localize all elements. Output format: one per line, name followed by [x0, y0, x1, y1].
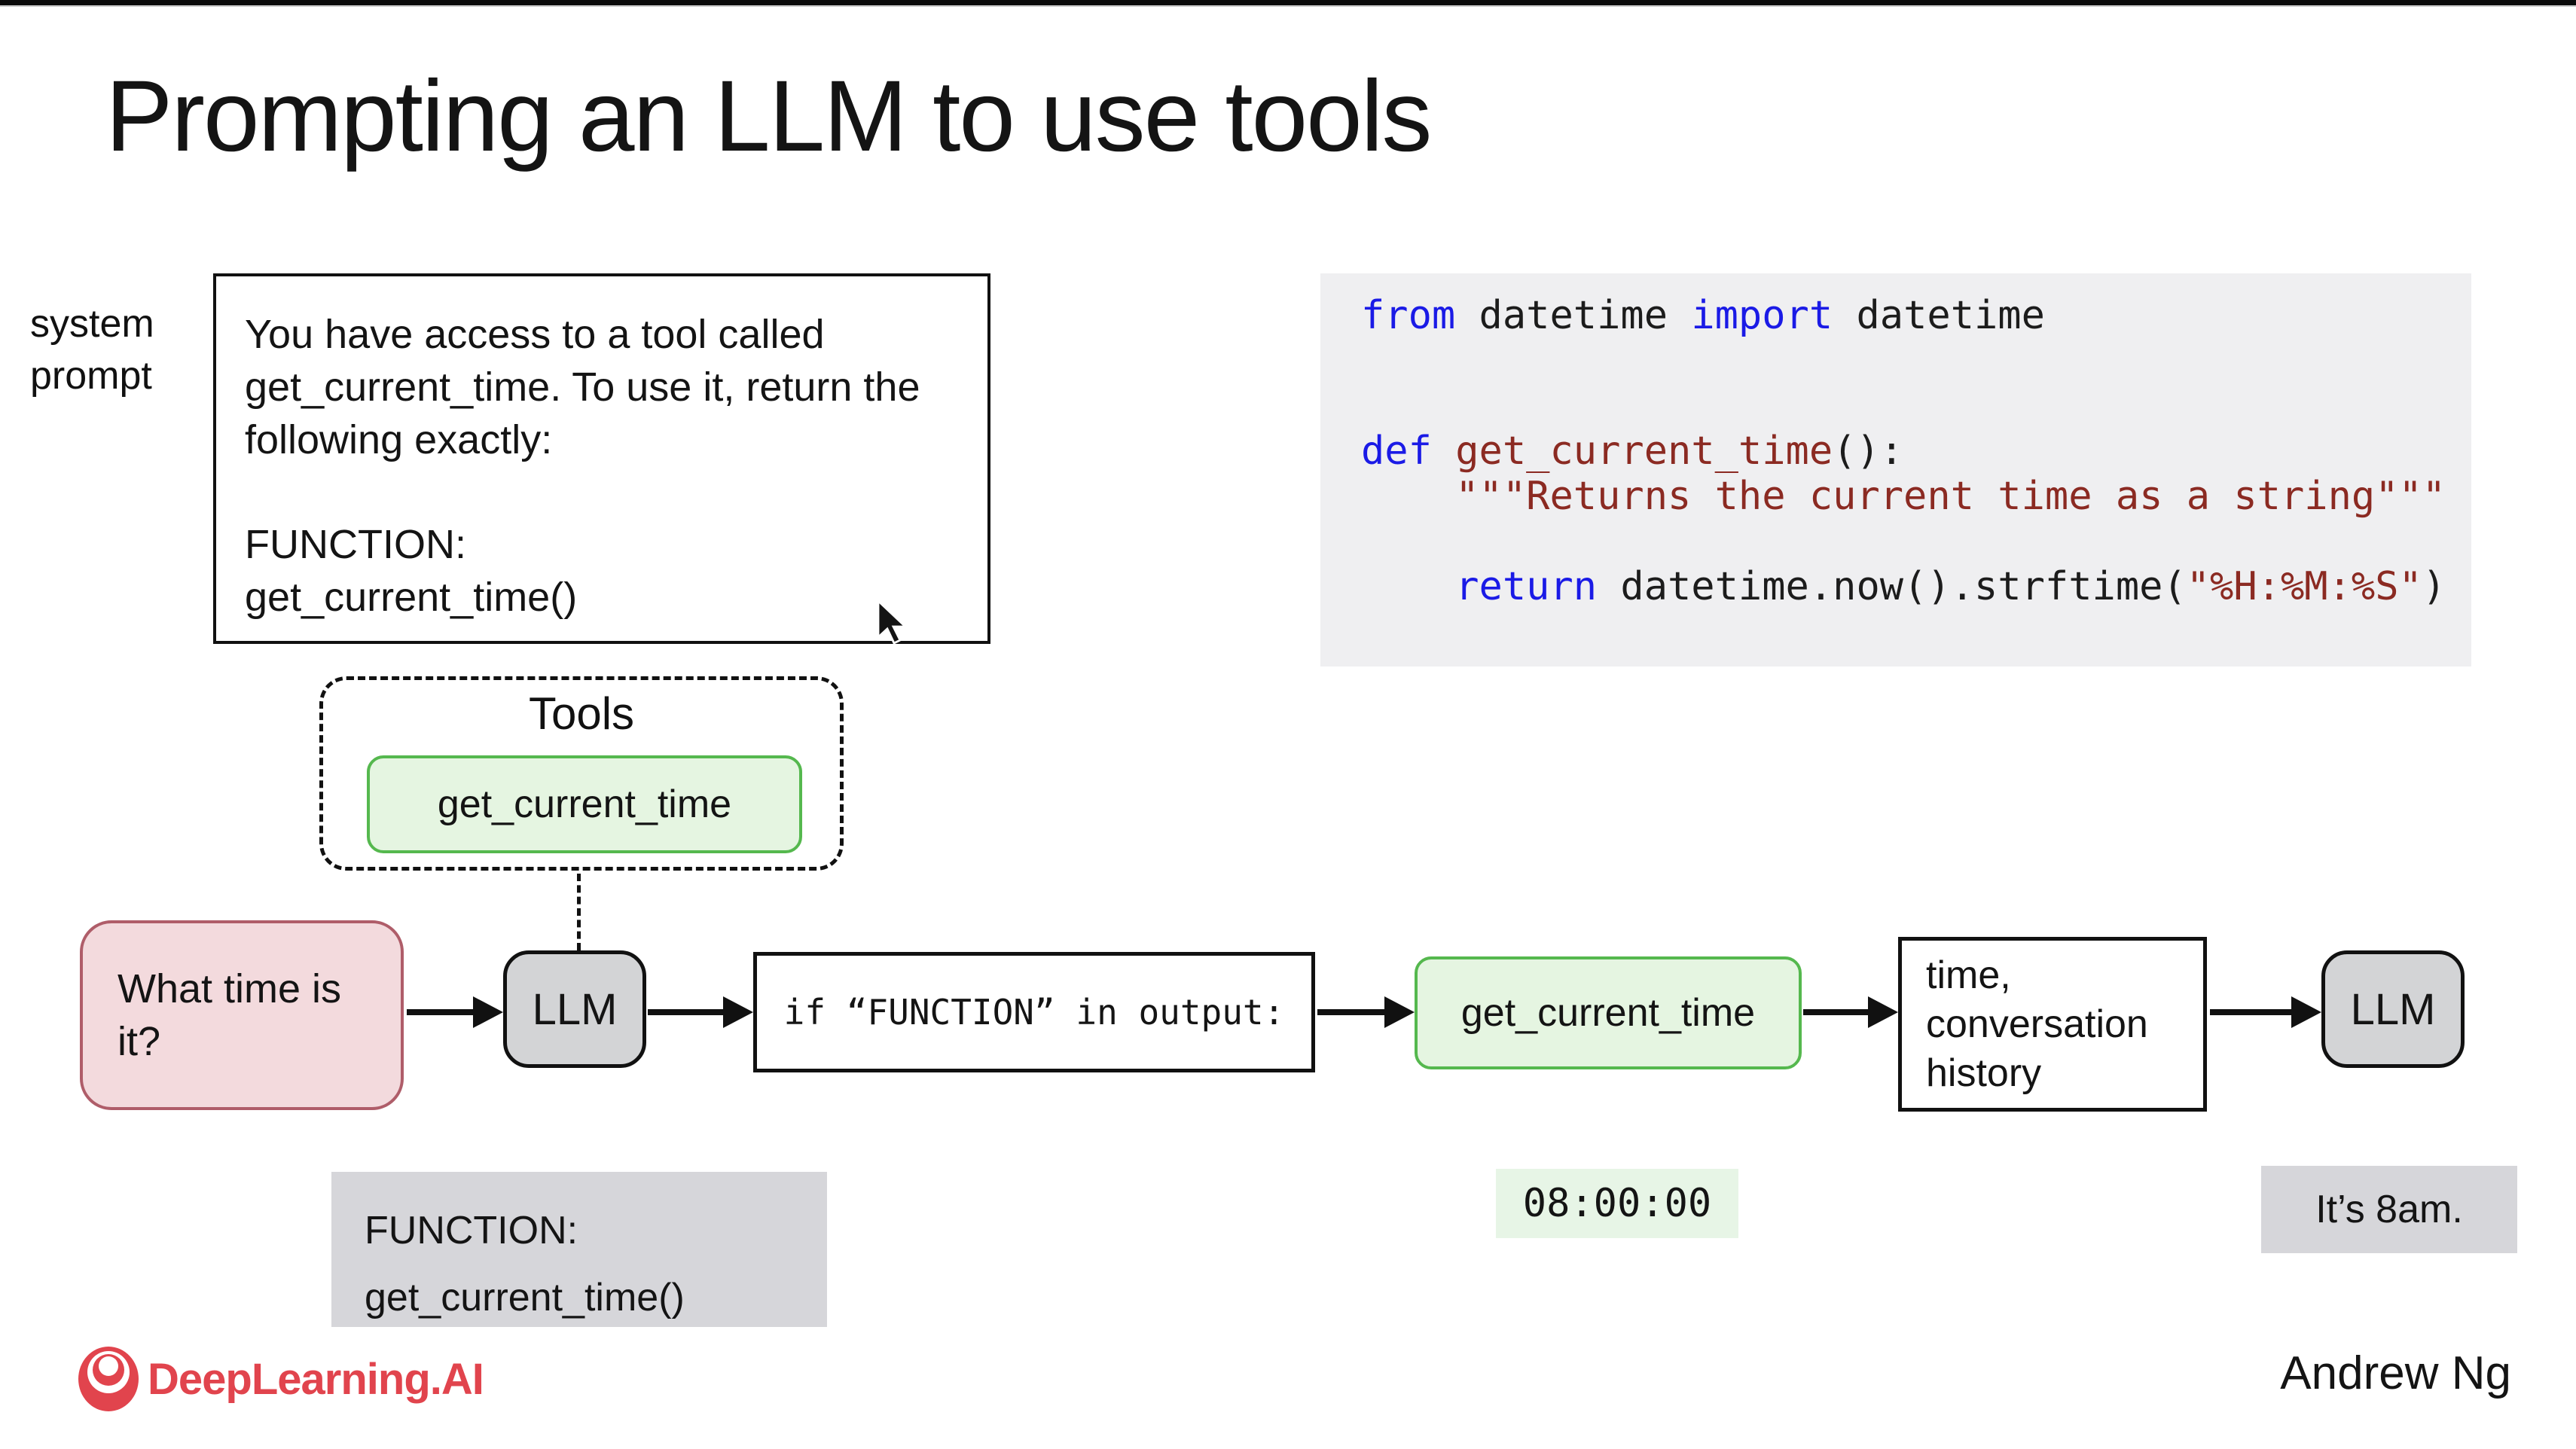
author-name: Andrew Ng — [2280, 1347, 2511, 1399]
deeplearning-ai-icon — [78, 1347, 139, 1411]
code-line: """Returns the current time as a string"… — [1455, 474, 2446, 519]
system-prompt-box: You have access to a tool called get_cur… — [213, 273, 990, 644]
llm-node-2: LLM — [2321, 950, 2465, 1068]
tool-call-box: get_current_time — [1415, 956, 1802, 1069]
llm-output-call: get_current_time() — [365, 1276, 685, 1320]
final-answer-box: It’s 8am. — [2261, 1166, 2517, 1253]
llm-node-1: LLM — [503, 950, 646, 1068]
system-prompt-function-call: get_current_time() — [245, 574, 578, 620]
tools-container: Tools get_current_time — [319, 676, 844, 871]
llm-output-box: FUNCTION: get_current_time() — [331, 1172, 827, 1327]
flow-arrow-1 — [407, 1009, 473, 1015]
brand-logo: DeepLearning.AI — [78, 1347, 484, 1411]
system-prompt-function: FUNCTION: get_current_time() — [245, 518, 959, 624]
page-title: Prompting an LLM to use tools — [105, 60, 1432, 172]
tool-get-current-time: get_current_time — [367, 755, 802, 853]
code-lines: from datetime import datetime def get_cu… — [1361, 293, 2446, 609]
flow-arrow-4 — [1803, 1009, 1868, 1015]
flow-arrow-3 — [1317, 1009, 1384, 1015]
tool-result-box: 08:00:00 — [1496, 1169, 1738, 1238]
flow-arrow-2 — [648, 1009, 723, 1015]
top-edge-bar — [0, 0, 2576, 7]
flow-arrow-5 — [2210, 1009, 2291, 1015]
code-line: return datetime.now().strftime("%H:%M:%S… — [1455, 564, 2446, 609]
condition-box: if “FUNCTION” in output: — [753, 952, 1315, 1072]
code-line — [1361, 383, 2431, 429]
tools-label: Tools — [528, 688, 635, 739]
mouse-cursor-icon — [877, 599, 908, 645]
tools-to-llm-connector — [577, 874, 581, 950]
system-prompt-label: system prompt — [30, 302, 154, 398]
code-line: from datetime import datetime — [1361, 293, 2045, 338]
code-line: def get_current_time(): — [1361, 429, 1904, 474]
llm-output-header: FUNCTION: — [365, 1209, 578, 1252]
system-prompt-body: You have access to a tool called get_cur… — [245, 312, 920, 463]
context-box: time, conversation history — [1898, 937, 2207, 1112]
user-query-box: What time is it? — [80, 920, 404, 1110]
brand-wordmark: DeepLearning.AI — [148, 1354, 484, 1404]
code-block: from datetime import datetime def get_cu… — [1320, 273, 2471, 667]
code-line — [1361, 519, 2431, 564]
code-line — [1361, 338, 2431, 383]
system-prompt-function-header: FUNCTION: — [245, 521, 466, 567]
